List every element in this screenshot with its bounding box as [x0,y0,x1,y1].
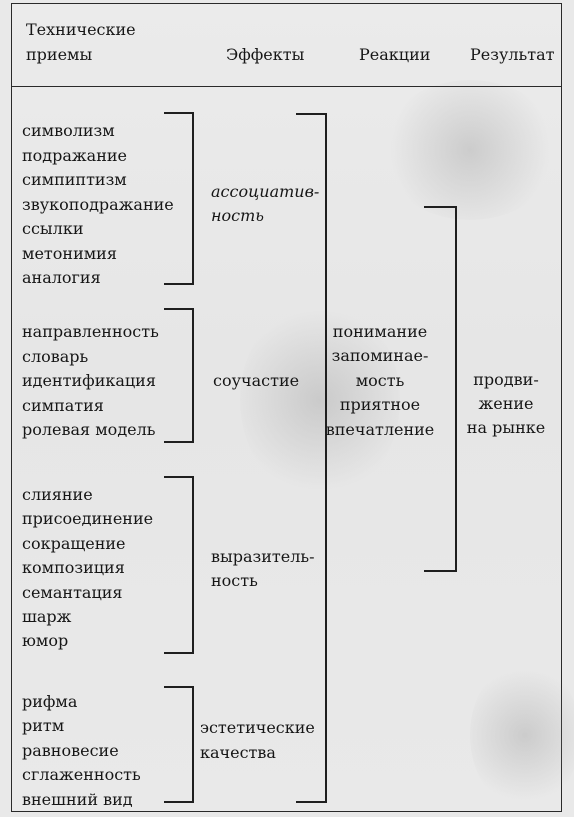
header-effects: Эффекты [226,45,305,64]
reaction-line: запоминае- [331,346,429,365]
header-reactions: Реакции [359,45,431,64]
technique-item: звукоподражание [22,195,174,214]
technique-item: ссылки [22,219,84,238]
effect-label-line: выразитель- [211,547,315,566]
effects-bracket [296,113,327,803]
technique-item: подражание [22,146,127,165]
technique-item: символизм [22,121,115,140]
technique-item: направленность [22,322,159,341]
print-texture [240,300,400,500]
reaction-line: впечатление [325,420,435,439]
technique-item: ролевая модель [22,420,156,439]
effect-label-line: ность [211,571,258,590]
reaction-line: понимание [332,322,428,341]
technique-item: семантация [22,583,123,602]
group-bracket-associativity [164,112,194,285]
reaction-line: мость [355,371,405,390]
effect-label-line: качества [200,743,276,762]
technique-item: композиция [22,558,125,577]
technique-item: шарж [22,607,72,626]
reaction-line: приятное [339,395,421,414]
result-line: на рынке [466,418,546,437]
technique-item: рифма [22,692,78,711]
technique-item: ритм [22,716,65,735]
technique-item: аналогия [22,268,101,287]
group-bracket-expressiveness [164,476,194,654]
effect-label-line: соучастие [213,371,300,390]
technique-item: присоединение [22,509,154,528]
technique-item: идентификация [22,371,156,390]
result-line: продви- [473,370,539,389]
group-bracket-participation [164,308,194,443]
header-techniques-line2: приемы [26,45,93,64]
reactions-bracket [424,206,457,572]
print-texture [470,660,574,810]
technique-item: словарь [22,347,89,366]
technique-item: внешний вид [22,790,133,809]
technique-item: сокращение [22,534,126,553]
technique-item: симпатия [22,396,104,415]
effect-label-line: ассоциатив- [211,182,320,201]
header-result: Результат [470,45,555,64]
technique-item: метонимия [22,244,117,263]
table-frame [11,3,562,812]
technique-item: равновесие [22,741,119,760]
technique-item: сглаженность [22,765,141,784]
effect-label-line: ность [211,206,265,225]
result-line: жение [478,394,534,413]
effect-label-line: эстетические [200,718,315,737]
header-divider [11,86,562,87]
technique-item: симпиптизм [22,170,127,189]
technique-item: слияние [22,485,93,504]
group-bracket-aesthetics [164,686,194,803]
header-techniques-line1: Технические [26,20,136,39]
print-texture [380,80,560,220]
technique-item: юмор [22,631,69,650]
